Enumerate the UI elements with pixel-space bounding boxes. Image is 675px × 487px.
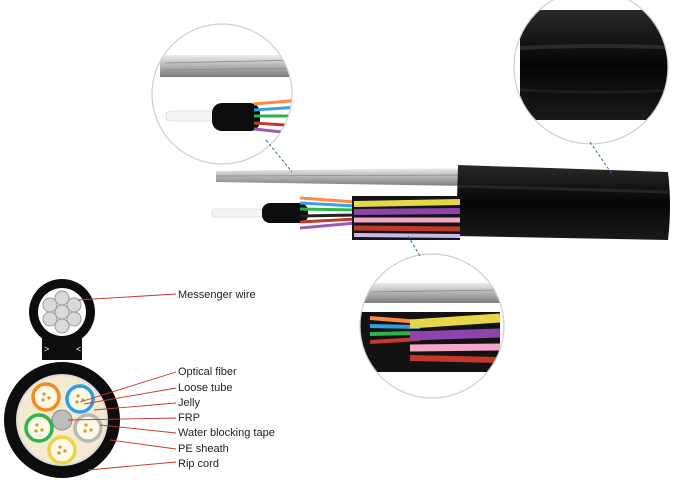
label-rip-cord: Rip cord bbox=[178, 458, 219, 470]
zoom-circle-tubes bbox=[359, 235, 505, 399]
label-optical-fiber: Optical fiber bbox=[178, 366, 237, 378]
zoom-circle-sheath bbox=[513, 0, 669, 175]
cross-section: > < bbox=[4, 279, 120, 478]
fiber-bundle bbox=[299, 196, 461, 240]
label-loose-tube: Loose tube bbox=[178, 382, 232, 394]
label-frp: FRP bbox=[178, 412, 200, 424]
label-water-blocking-tape: Water blocking tape bbox=[178, 427, 275, 439]
leader-lines bbox=[67, 293, 177, 471]
loose-tubes bbox=[24, 382, 103, 465]
svg-text:<: < bbox=[76, 344, 81, 354]
label-messenger-wire: Messenger wire bbox=[178, 289, 256, 301]
main-cable bbox=[211, 165, 670, 240]
zoom-circle-messenger bbox=[151, 23, 293, 173]
label-pe-sheath: PE sheath bbox=[178, 443, 229, 455]
svg-text:>: > bbox=[44, 344, 49, 354]
labels: Messenger wire Optical fiber Loose tube … bbox=[178, 289, 275, 470]
label-jelly: Jelly bbox=[178, 397, 201, 409]
